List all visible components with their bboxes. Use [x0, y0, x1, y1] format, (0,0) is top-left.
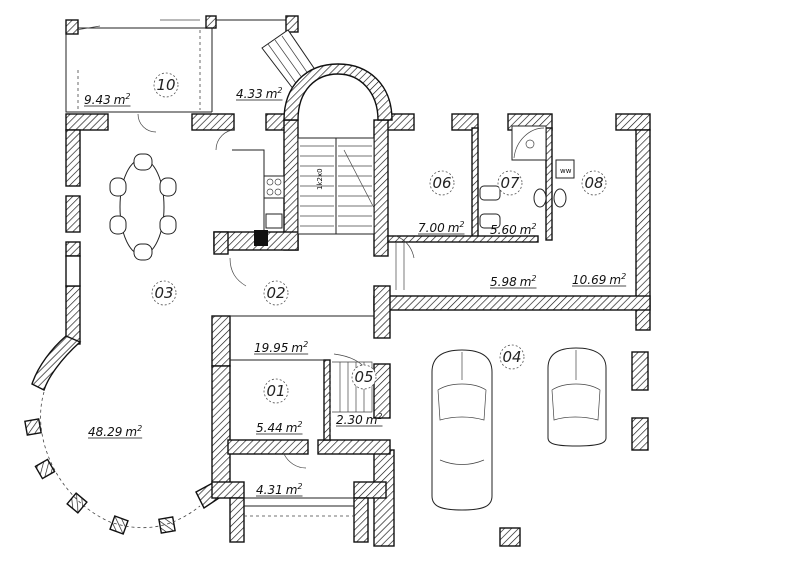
- stair-tag: 1k2x0: [316, 168, 324, 190]
- room-area-sup: 2: [277, 86, 282, 95]
- room-area-unit: m: [609, 273, 621, 287]
- room-number-circle: [351, 364, 377, 390]
- room-number: 02: [266, 284, 285, 302]
- stairs: 1k2x0: [297, 137, 375, 235]
- room-area-value: 2.30: [336, 413, 363, 427]
- room-area-value: 4.33: [236, 87, 263, 101]
- room-area-value: 48.29: [88, 425, 122, 439]
- wc-tag: ww: [560, 167, 572, 175]
- room-area-value: 7.00: [418, 221, 445, 235]
- room-number: 03: [154, 284, 173, 302]
- room-number: 07: [500, 174, 520, 192]
- room-area-value: 5.44: [256, 421, 283, 435]
- room-area-unit: m: [114, 93, 126, 107]
- room-number: 05: [354, 368, 373, 386]
- room-number: 04: [502, 348, 521, 366]
- room-area-sup: 2: [531, 222, 536, 231]
- room-number-circle: [429, 170, 455, 196]
- room-area-unit: m: [520, 275, 532, 289]
- car-right: [547, 347, 607, 447]
- room-number: 10: [156, 76, 175, 94]
- walls: [24, 63, 651, 547]
- room-area-unit: m: [286, 421, 298, 435]
- room-number: 01: [266, 382, 285, 400]
- room-area-sup: 2: [297, 482, 302, 491]
- room-area-value: 5.98: [490, 275, 517, 289]
- room-area-sup: 2: [137, 424, 142, 433]
- room-area-unit: m: [291, 341, 303, 355]
- room-area-value: 9.43: [84, 93, 111, 107]
- room-area-unit: m: [366, 413, 378, 427]
- room-number: 08: [584, 174, 603, 192]
- room-area-value: 5.60: [490, 223, 517, 237]
- kitchen-counter: [215, 129, 285, 246]
- room-number-circle: [499, 344, 525, 370]
- room-area-unit: m: [520, 223, 532, 237]
- room-area-sup: 2: [621, 272, 626, 281]
- car-left: [431, 349, 493, 511]
- room-area-unit: m: [286, 483, 298, 497]
- room-area-sup: 2: [377, 412, 382, 421]
- room-area-sup: 2: [125, 92, 130, 101]
- room-number-circle: [263, 378, 289, 404]
- room-area-sup: 2: [531, 274, 536, 283]
- room-area-sup: 2: [297, 420, 302, 429]
- room-number-circle: [153, 72, 179, 98]
- bathroom-fixtures: ww: [479, 125, 575, 229]
- room-number-circle: [263, 280, 289, 306]
- room-area-value: 10.69: [572, 273, 606, 287]
- room-area-sup: 2: [459, 220, 464, 229]
- room-area-value: 19.95: [254, 341, 288, 355]
- room-number-circle: [151, 280, 177, 306]
- room-area-unit: m: [266, 87, 278, 101]
- dining-table: [109, 153, 177, 261]
- room-area-value: 4.31: [256, 483, 283, 497]
- room-number-circle: [497, 170, 523, 196]
- room-number-circle: [581, 170, 607, 196]
- room-number: 06: [432, 174, 451, 192]
- room-area-unit: m: [448, 221, 460, 235]
- room-area-unit: m: [125, 425, 137, 439]
- room-area-sup: 2: [303, 340, 308, 349]
